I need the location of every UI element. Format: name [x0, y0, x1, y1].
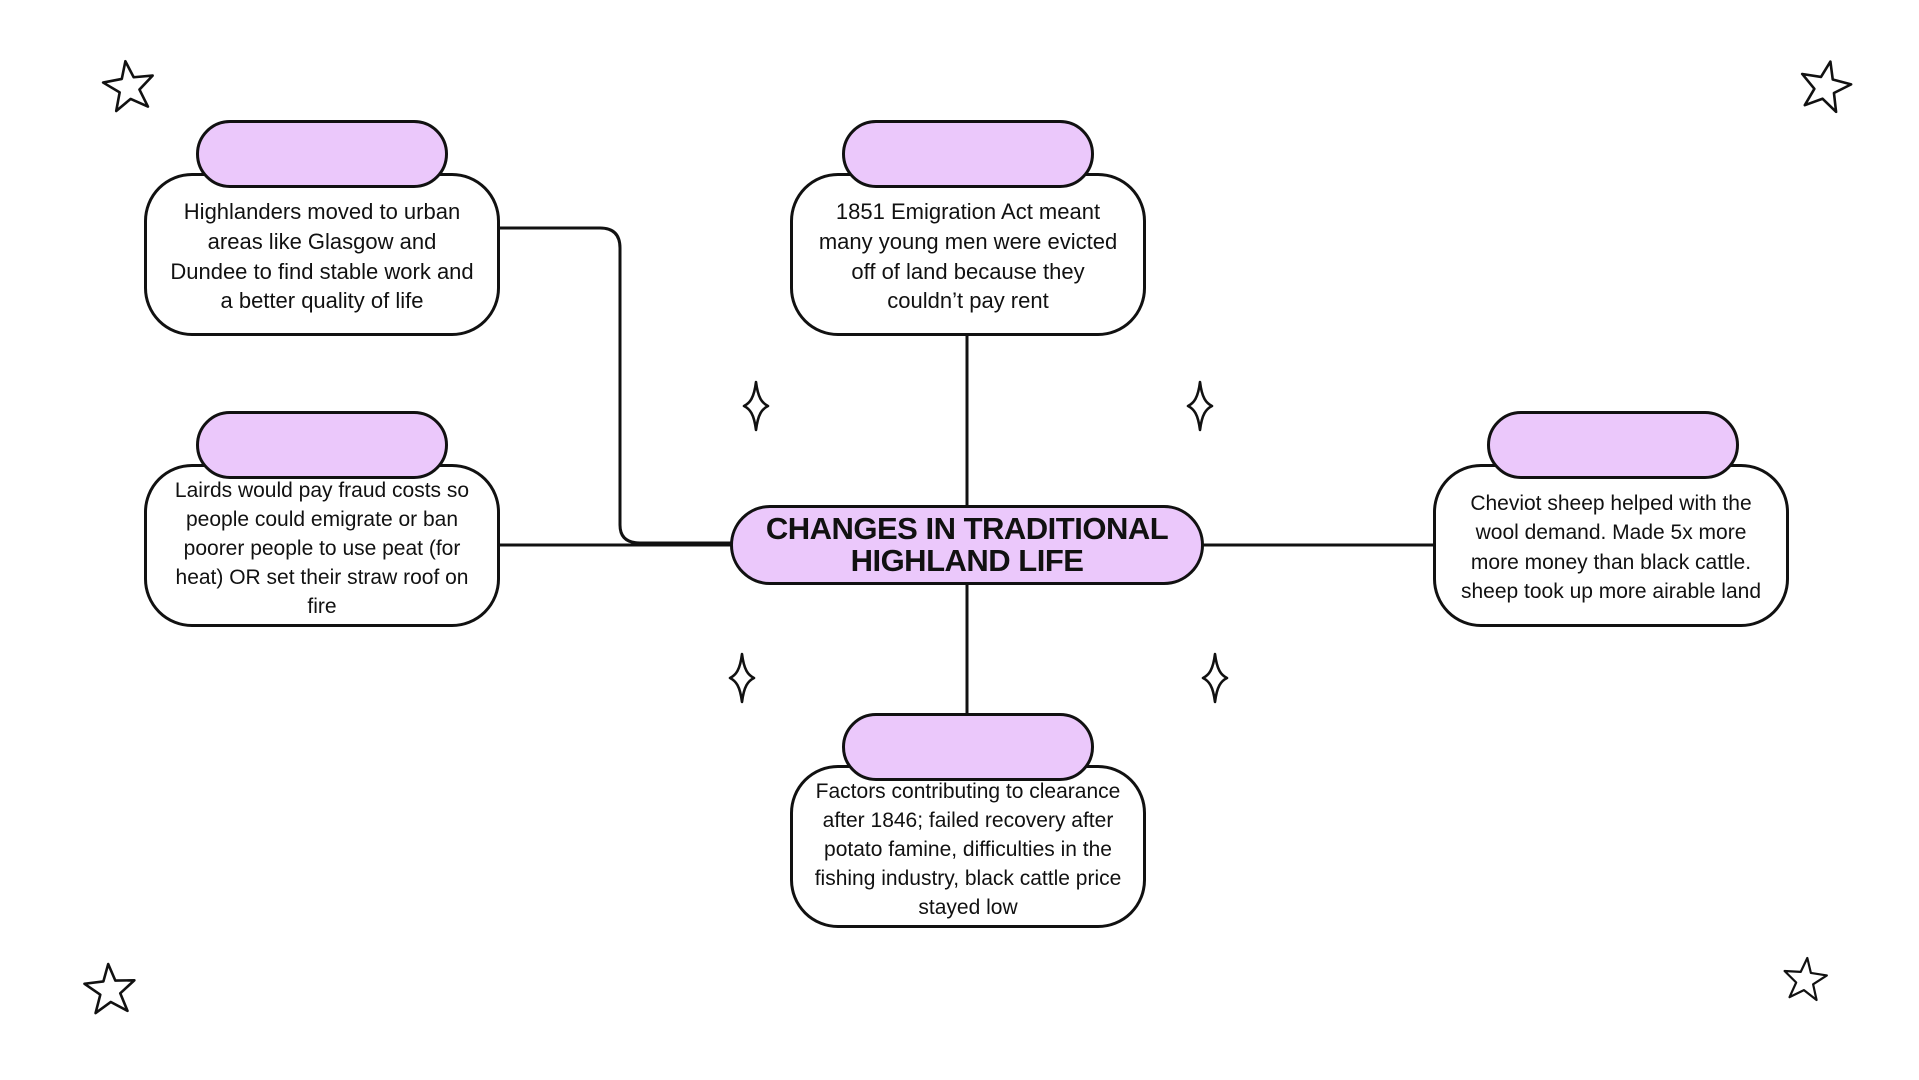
node-urban-header	[196, 120, 448, 188]
center-topic: CHANGES IN TRADITIONAL HIGHLAND LIFE	[730, 505, 1204, 585]
node-cheviot-text: Cheviot sheep helped with the wool deman…	[1460, 491, 1762, 603]
star-icon	[99, 56, 159, 114]
node-lairds: Lairds would pay fraud costs so people c…	[144, 464, 500, 627]
node-urban: Highlanders moved to urban areas like Gl…	[144, 173, 500, 336]
sparkle-icon	[1201, 652, 1229, 704]
node-cheviot-header	[1487, 411, 1739, 479]
sparkle-icon	[728, 652, 756, 704]
star-icon	[81, 961, 138, 1015]
sparkle-icon	[742, 380, 770, 432]
connector-urban	[500, 226, 732, 545]
node-emigration-act-header	[842, 120, 1094, 188]
node-cheviot: Cheviot sheep helped with the wool deman…	[1433, 464, 1789, 627]
sparkle-icon	[1186, 380, 1214, 432]
node-lairds-text: Lairds would pay fraud costs so people c…	[174, 479, 470, 618]
node-factors-text: Factors contributing to clearance after …	[814, 780, 1122, 919]
node-emigration-act-text: 1851 Emigration Act meant many young men…	[818, 198, 1118, 314]
star-icon	[1794, 55, 1857, 116]
center-topic-title: CHANGES IN TRADITIONAL HIGHLAND LIFE	[765, 510, 1169, 578]
node-emigration-act: 1851 Emigration Act meant many young men…	[790, 173, 1146, 336]
star-icon	[1780, 954, 1830, 1002]
node-lairds-header	[196, 411, 448, 479]
node-factors-header	[842, 713, 1094, 781]
node-factors: Factors contributing to clearance after …	[790, 765, 1146, 928]
node-urban-text: Highlanders moved to urban areas like Gl…	[170, 198, 474, 314]
